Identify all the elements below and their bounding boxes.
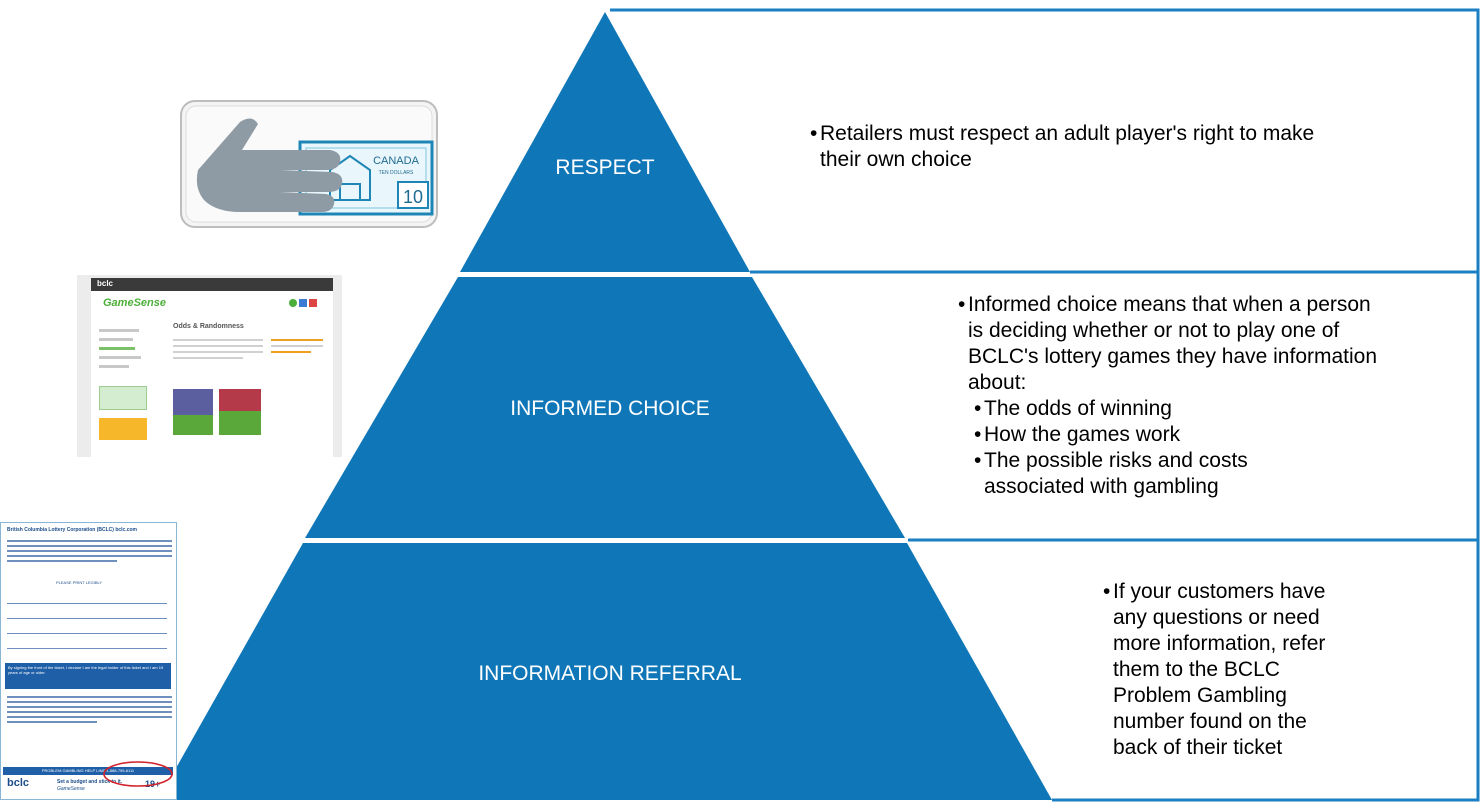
bullet-text: The odds of winning <box>984 397 1172 420</box>
site-card-lightning <box>173 389 213 415</box>
tier-label-information-referral: INFORMATION REFERRAL <box>478 662 742 685</box>
bullet-text: How the games work <box>984 423 1181 446</box>
sub-bullet-item: • How the games work <box>974 423 1181 446</box>
site-sidebar <box>99 321 147 451</box>
site-brand: GameSense <box>103 297 166 309</box>
ticket-logo: bclc <box>7 777 30 789</box>
site-right-panel <box>271 335 323 375</box>
site-nav-bar: bclc <box>91 278 333 291</box>
bullet-item: • If your customers have any questions o… <box>1103 579 1353 761</box>
sub-bullet-item: • The odds of winning <box>974 397 1172 420</box>
ticket-brand: GameSense <box>57 786 85 792</box>
hand <box>196 118 343 212</box>
information-referral-bullets: • If your customers have any questions o… <box>1103 579 1353 761</box>
bullet-text: Informed choice means that when a person… <box>968 293 1378 394</box>
sub-bullet-item: • The possible risks and costs associate… <box>974 448 1264 500</box>
ticket-title: British Columbia Lottery Corporation (BC… <box>7 527 138 533</box>
gamesense-webpage-screenshot-icon: bclc GameSense Odds & Randomness <box>77 275 342 457</box>
tier-text-frames <box>610 8 1480 802</box>
ticket-fields <box>7 589 167 664</box>
helpline-highlight-circle <box>103 761 173 787</box>
respect-bullets: • Retailers must respect an adult player… <box>810 121 1340 173</box>
site-card-game <box>219 389 261 411</box>
ticket-helpline: PROBLEM GAMBLING HELP LINE 1-888-795-611… <box>3 767 173 775</box>
information-referral-text-frame <box>925 538 1480 802</box>
pyramid-tier-information-referral <box>158 543 1052 800</box>
pyramid-tier-respect <box>460 12 750 272</box>
bullet-text: If your customers have any questions or … <box>1113 580 1326 759</box>
pyramid-tier-informed-choice <box>305 277 905 538</box>
bullet-item: • Informed choice means that when a pers… <box>958 293 1378 394</box>
lottery-ticket-back-icon: British Columbia Lottery Corporation (BC… <box>0 522 177 800</box>
bill-denomination: TEN DOLLARS <box>379 170 414 176</box>
pyramid <box>158 12 1052 800</box>
informed-choice-bullets: • Informed choice means that when a pers… <box>958 292 1378 500</box>
ticket-print-label: PLEASE PRINT LEGIBLY <box>56 580 103 585</box>
ticket-tagline: Set a budget and stick to it. <box>57 779 123 785</box>
site-heading: Odds & Randomness <box>173 323 244 330</box>
bill-country: CANADA <box>373 155 420 167</box>
bill-value: 10 <box>403 187 423 207</box>
bullet-text: The possible risks and costs associated … <box>984 449 1248 498</box>
site-page: GameSense Odds & Randomness <box>91 291 333 457</box>
bullet-text: Retailers must respect an adult player's… <box>820 122 1315 171</box>
tier-label-respect: RESPECT <box>555 156 655 179</box>
ticket-age: 19+ <box>145 779 161 789</box>
bullet-item: • Retailers must respect an adult player… <box>810 121 1340 173</box>
tier-label-informed-choice: INFORMED CHOICE <box>510 397 710 420</box>
hand-with-ten-dollar-bill-icon: 10 CANADA TEN DOLLARS <box>180 100 438 228</box>
ticket-signing-notice: By signing the front of the ticket, I de… <box>5 663 171 689</box>
site-logo: bclc <box>97 279 114 288</box>
social-icons <box>289 299 297 307</box>
